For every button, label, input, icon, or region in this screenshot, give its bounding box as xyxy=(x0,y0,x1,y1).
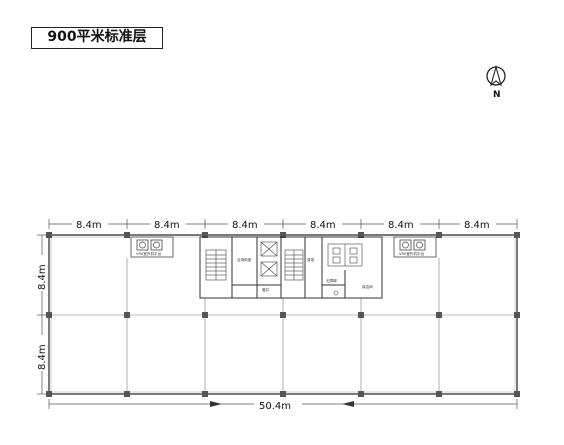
left-dim-label: 8.4m xyxy=(37,344,48,370)
top-dim-label: 8.4m xyxy=(310,220,336,231)
room-label: VRV室外机平台 xyxy=(399,251,425,256)
room-label: 无障碍 xyxy=(326,278,337,283)
core xyxy=(199,236,383,299)
top-dim-label: 8.4m xyxy=(76,220,102,231)
room-label: 合用前室 xyxy=(237,257,252,262)
toilet-block xyxy=(327,243,363,296)
top-dim-label: 8.4m xyxy=(232,220,258,231)
stair-left xyxy=(205,249,227,281)
room-label: 保洁间 xyxy=(362,284,373,289)
page-title: 900平米标准层 xyxy=(31,27,163,49)
north-arrow-icon: N xyxy=(486,64,506,100)
compass-label: N xyxy=(493,90,501,100)
room-label: 管井 xyxy=(262,287,270,292)
columns xyxy=(46,232,520,397)
left-dimension-line: 8.4m 8.4m xyxy=(35,234,49,395)
stair-right xyxy=(284,249,304,281)
total-width-label: 50.4m xyxy=(259,401,291,412)
top-dim-label: 8.4m xyxy=(388,220,414,231)
top-dim-label: 8.4m xyxy=(464,220,490,231)
vrv-platform-right: VRV室外机平台 xyxy=(393,236,437,258)
structural-grid xyxy=(49,258,517,394)
elevator-shafts xyxy=(260,241,278,277)
room-label: 强电 xyxy=(307,257,315,262)
left-dim-label: 8.4m xyxy=(37,264,48,290)
vrv-platform-left: VRV室外机平台 xyxy=(130,236,174,258)
top-dimension-line: 8.4m 8.4m 8.4m 8.4m 8.4m 8.4m xyxy=(48,217,518,231)
top-dim-label: 8.4m xyxy=(154,220,180,231)
room-label: VRV室外机平台 xyxy=(136,251,162,256)
bottom-dimension-line: 50.4m xyxy=(48,397,518,412)
